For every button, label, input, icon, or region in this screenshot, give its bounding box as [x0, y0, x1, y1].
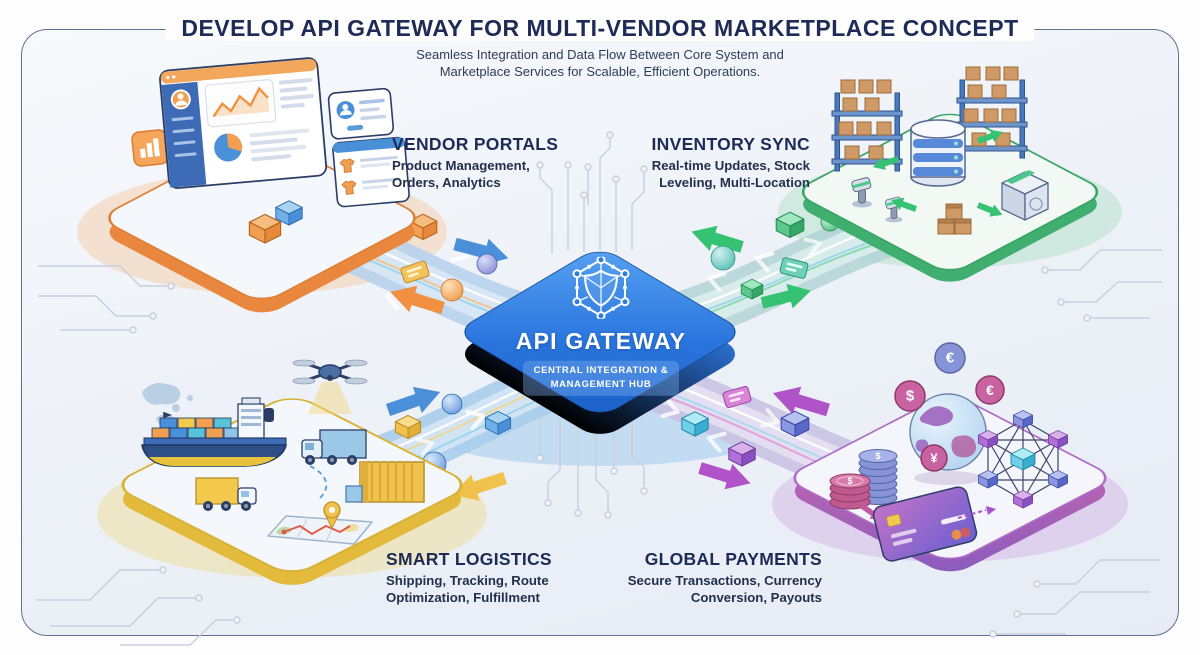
circuit-traces [36, 131, 1162, 646]
inventory-sync-desc: Real-time Updates, Stock Leveling, Multi… [651, 158, 810, 190]
pie-chart-icon [214, 133, 243, 162]
inventory-sync-label: INVENTORY SYNC Real-time Updates, Stock … [652, 134, 811, 192]
api-gateway-label: API GATEWAY CENTRAL INTEGRATION & MANAGE… [471, 255, 731, 396]
vendor-portals-title: VENDOR PORTALS [392, 134, 559, 154]
dashboard-window-icon [159, 57, 328, 189]
currency-coin-icon: € [934, 342, 966, 374]
container-icon [345, 461, 425, 503]
map-icon [267, 501, 373, 545]
barcode-scanner-icon [851, 177, 872, 208]
smart-logistics-label: SMART LOGISTICS Shipping, Tracking, Rout… [386, 549, 552, 607]
inventory-sync-title: INVENTORY SYNC [651, 134, 810, 154]
box-stack-icon [937, 203, 972, 235]
hexagon-shield-icon [572, 255, 630, 321]
drone-icon [292, 359, 368, 414]
warehouse-shelf-icon [956, 66, 1028, 159]
bar-chart-icon [131, 129, 169, 167]
truck-icon [195, 477, 257, 511]
svg-text:€: € [946, 350, 955, 367]
smart-logistics-platform [121, 359, 463, 585]
page-title: DEVELOP API GATEWAY FOR MULTI-VENDOR MAR… [165, 15, 1035, 42]
smart-logistics-desc: Shipping, Tracking, Route Optimization, … [386, 573, 549, 605]
currency-coin-icon: $ [894, 380, 926, 412]
shirt-icon [341, 180, 357, 195]
route-dashes [309, 465, 328, 499]
inventory-sync-platform [801, 66, 1099, 282]
data-sphere-icon [440, 278, 464, 302]
vendor-portals-desc: Product Management, Orders, Analytics [392, 158, 530, 190]
api-gateway-diamond [464, 251, 736, 434]
smart-logistics-title: SMART LOGISTICS [386, 549, 552, 569]
api-gateway-title: API GATEWAY [515, 327, 687, 354]
svg-text:€: € [986, 382, 994, 398]
blockchain-network-icon [978, 410, 1068, 509]
package-icon [1001, 170, 1049, 221]
warehouse-shelf-icon [831, 79, 903, 172]
svg-text:$: $ [875, 451, 880, 461]
shirt-icon [339, 158, 355, 173]
global-payments-title: GLOBAL PAYMENTS [644, 549, 822, 569]
transfer-dashes [957, 509, 987, 519]
global-payments-label: GLOBAL PAYMENTS Secure Transactions, Cur… [628, 549, 822, 607]
global-payments-desc: Secure Transactions, Currency Conversion… [627, 573, 822, 605]
cargo-ship-icon [141, 397, 287, 467]
line-chart-icon [204, 79, 277, 128]
vendor-portals-platform [108, 57, 416, 313]
data-sphere-icon [710, 245, 736, 271]
api-gateway-subtitle: CENTRAL INTEGRATION & MANAGEMENT HUB [522, 360, 680, 396]
svg-text:$: $ [847, 476, 852, 486]
svg-text:$: $ [906, 388, 915, 405]
coin-stack-icon: $ [829, 473, 871, 510]
data-sphere-icon [441, 393, 463, 415]
data-sphere-icon [476, 253, 498, 275]
database-icon [910, 119, 966, 187]
page-subtitle: Seamless Integration and Data Flow Betwe… [416, 47, 784, 80]
currency-coin-icon: ¥ [920, 444, 948, 472]
truck-icon [301, 429, 367, 465]
global-payments-platform: € € $ ¥ [793, 342, 1107, 572]
product-card-icon [332, 136, 410, 208]
currency-coin-icon: € [975, 375, 1005, 405]
svg-text:¥: ¥ [930, 451, 938, 466]
transfer-arrowhead [986, 506, 996, 515]
vendor-portals-label: VENDOR PORTALS Product Management, Order… [392, 134, 558, 192]
user-card-icon [327, 87, 395, 140]
location-pin-icon [323, 501, 341, 530]
